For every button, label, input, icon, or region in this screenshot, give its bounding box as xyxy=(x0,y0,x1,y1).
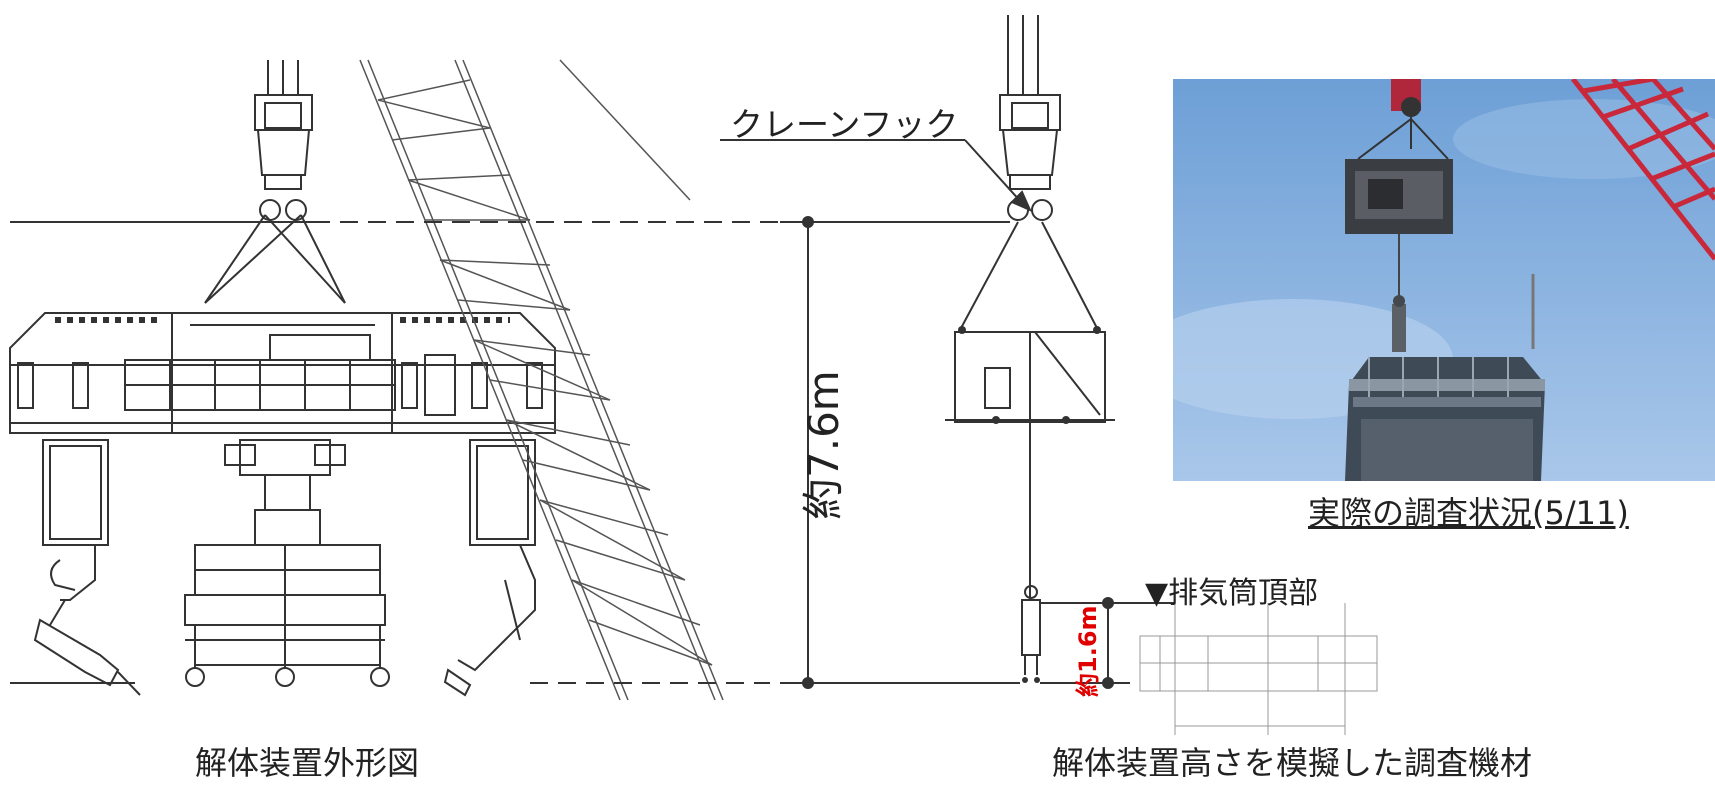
exhaust-stack-top xyxy=(1139,603,1378,735)
dimension-total xyxy=(340,221,1020,684)
crane-hook-label: クレーンフック xyxy=(730,105,959,144)
caption-right: 解体装置高さを模擬した調査機材 xyxy=(1052,744,1533,782)
stack-top-label: ▼排気筒頂部 xyxy=(1145,576,1319,611)
demolition-device-outline xyxy=(9,60,556,697)
dimension-device-label: 約1.6m xyxy=(1074,605,1102,697)
survey-photo xyxy=(1173,79,1715,481)
survey-equipment xyxy=(945,15,1115,675)
dimension-total-label: 約7.6m xyxy=(799,370,848,520)
exhaust-stack-truss xyxy=(359,59,724,701)
survey-photo-image xyxy=(1173,79,1715,481)
photo-caption: 実際の調査状況(5/11) xyxy=(1308,494,1629,532)
caption-left: 解体装置外形図 xyxy=(195,744,420,782)
dimension-device xyxy=(1040,602,1175,684)
